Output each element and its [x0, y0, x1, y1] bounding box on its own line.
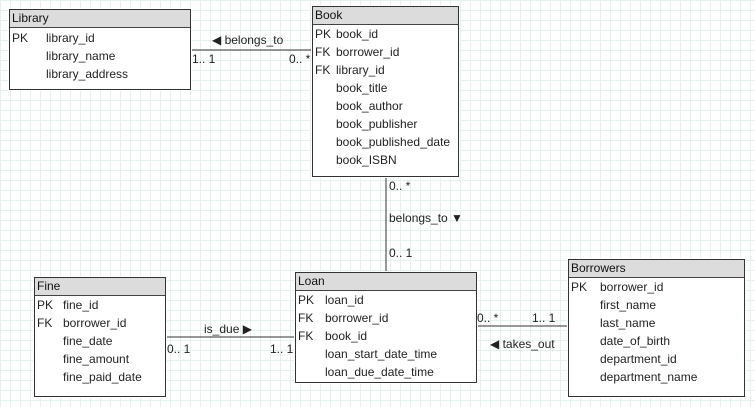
- attribute-row: book_ISBN: [313, 151, 458, 169]
- entity-loan[interactable]: Loan PK loan_id FK borrower_id FK book_i…: [295, 272, 477, 383]
- entity-fine[interactable]: Fine PK fine_id FK borrower_id fine_date…: [34, 277, 166, 397]
- attribute-row: PK fine_id: [35, 296, 165, 314]
- attribute-name: fine_amount: [63, 352, 130, 366]
- attribute-row: fine_paid_date: [35, 368, 165, 386]
- attribute-name: book_ISBN: [336, 153, 397, 167]
- attribute-row: FK book_id: [296, 327, 476, 345]
- key-badge: FK: [315, 63, 331, 77]
- entity-book[interactable]: Book PK book_id FK borrower_id FK librar…: [312, 6, 459, 177]
- cardinality-loan-side: 1.. 1: [270, 342, 294, 356]
- attribute-name: department_id: [600, 352, 677, 366]
- attribute-name: fine_paid_date: [63, 370, 142, 384]
- entity-title: Loan: [296, 273, 476, 291]
- attribute-name: borrower_id: [600, 280, 664, 294]
- cardinality-fine-side: 0.. 1: [167, 342, 191, 356]
- attribute-row: PK loan_id: [296, 291, 476, 309]
- entity-title: Borrowers: [569, 260, 744, 278]
- attribute-row: last_name: [569, 314, 744, 332]
- attribute-name: first_name: [600, 298, 657, 312]
- relationship-label-book-loan: belongs_to ▼: [389, 211, 463, 225]
- entity-title: Fine: [35, 278, 165, 296]
- key-badge: FK: [298, 329, 314, 343]
- cardinality-loan-side: 0.. *: [477, 311, 499, 325]
- attribute-row: loan_due_date_time: [296, 363, 476, 381]
- attribute-name: department_name: [600, 370, 698, 384]
- key-badge: FK: [315, 45, 331, 59]
- attribute-name: book_publisher: [336, 117, 418, 131]
- attribute-name: borrower_id: [63, 316, 127, 330]
- attribute-name: date_of_birth: [600, 334, 671, 348]
- attribute-row: fine_date: [35, 332, 165, 350]
- attribute-name: book_title: [336, 81, 388, 95]
- attribute-row: loan_start_date_time: [296, 345, 476, 363]
- attribute-row: department_id: [569, 350, 744, 368]
- attribute-name: book_id: [336, 27, 379, 41]
- relationship-label-fine-loan: is_due ▶: [204, 322, 252, 336]
- attribute-name: loan_due_date_time: [325, 365, 434, 379]
- attribute-row: book_author: [313, 97, 458, 115]
- cardinality-book-side: 0.. *: [389, 179, 411, 193]
- relationship-label-library-book: ◀ belongs_to: [212, 33, 284, 47]
- attribute-row: PK book_id: [313, 25, 458, 43]
- attribute-name: library_address: [46, 67, 129, 81]
- attribute-row: library_address: [10, 65, 190, 83]
- key-badge: PK: [315, 27, 332, 41]
- key-badge: FK: [37, 316, 53, 330]
- attribute-row: date_of_birth: [569, 332, 744, 350]
- attribute-row: PK library_id: [10, 29, 190, 47]
- attribute-row: first_name: [569, 296, 744, 314]
- attribute-name: last_name: [600, 316, 656, 330]
- entity-library[interactable]: Library PK library_id library_name libra…: [9, 9, 191, 90]
- attribute-name: borrower_id: [336, 45, 400, 59]
- attribute-row: book_title: [313, 79, 458, 97]
- attribute-name: library_id: [46, 31, 95, 45]
- attribute-row: FK borrower_id: [296, 309, 476, 327]
- key-badge: PK: [298, 293, 315, 307]
- attribute-row: book_published_date: [313, 133, 458, 151]
- attribute-row: FK library_id: [313, 61, 458, 79]
- relationship-label-loan-borrowers: ◀ takes_out: [490, 337, 555, 351]
- attribute-row: library_name: [10, 47, 190, 65]
- cardinality-loan-side: 0.. 1: [389, 246, 413, 260]
- attribute-name: book_published_date: [336, 135, 451, 149]
- attribute-name: fine_id: [63, 298, 99, 312]
- key-badge: PK: [12, 31, 29, 45]
- attribute-name: borrower_id: [325, 311, 389, 325]
- attribute-row: fine_amount: [35, 350, 165, 368]
- attribute-row: FK borrower_id: [35, 314, 165, 332]
- attribute-name: book_author: [336, 99, 403, 113]
- attribute-row: PK borrower_id: [569, 278, 744, 296]
- attribute-name: loan_id: [325, 293, 364, 307]
- attribute-name: fine_date: [63, 334, 113, 348]
- entity-borrowers[interactable]: Borrowers PK borrower_id first_name last…: [568, 259, 745, 397]
- cardinality-borrowers-side: 1.. 1: [532, 311, 556, 325]
- cardinality-book-side: 0.. *: [289, 52, 311, 66]
- attribute-name: loan_start_date_time: [325, 347, 438, 361]
- attribute-name: book_id: [325, 329, 368, 343]
- cardinality-library-side: 1.. 1: [192, 52, 216, 66]
- entity-title: Library: [10, 10, 190, 28]
- key-badge: PK: [37, 298, 54, 312]
- key-badge: FK: [298, 311, 314, 325]
- attribute-row: FK borrower_id: [313, 43, 458, 61]
- attribute-name: library_name: [46, 49, 116, 63]
- attribute-row: book_publisher: [313, 115, 458, 133]
- attribute-name: library_id: [336, 63, 385, 77]
- attribute-row: department_name: [569, 368, 744, 386]
- key-badge: PK: [571, 280, 588, 294]
- entity-title: Book: [313, 7, 458, 25]
